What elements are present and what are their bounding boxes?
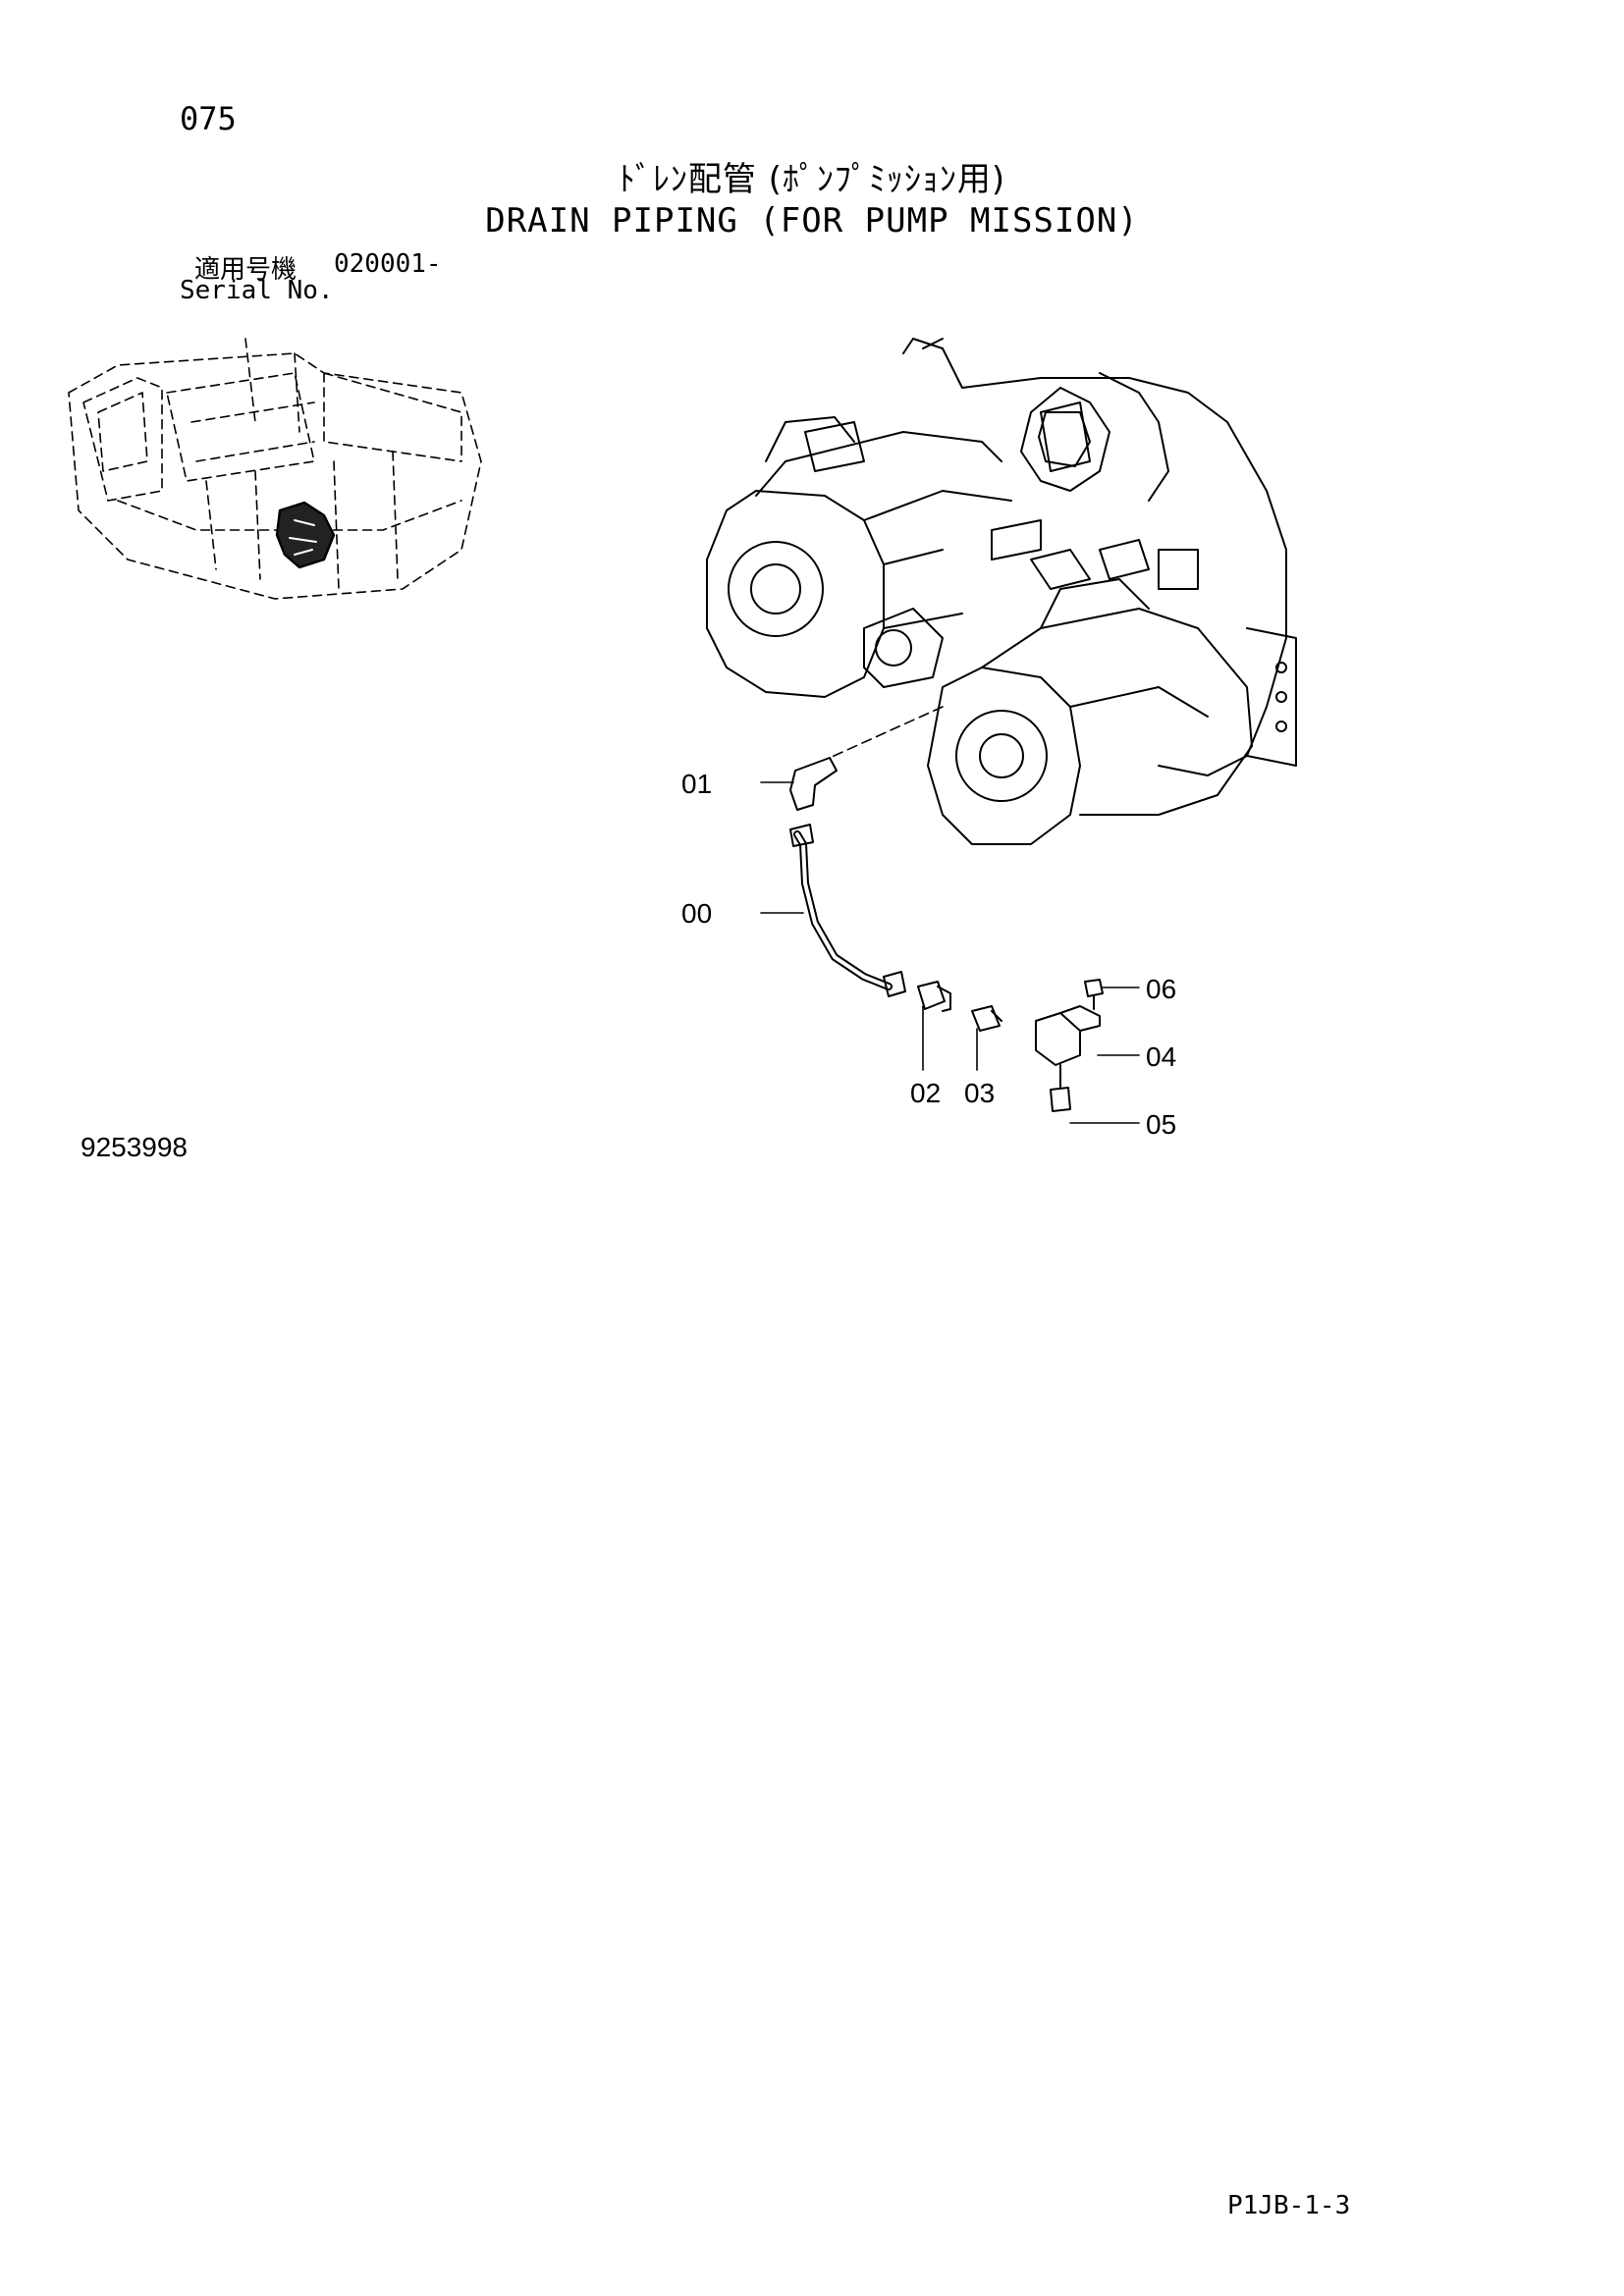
serial-label-english: Serial No. <box>180 276 334 305</box>
page-number: 075 <box>180 100 237 137</box>
serial-label-japanese: 適用号機 <box>194 255 298 285</box>
page-code: P1JB-1-3 <box>1227 2191 1351 2220</box>
machine-overview-drawing <box>68 338 482 600</box>
callout-06: 06 <box>1146 974 1177 1004</box>
title-japanese: ﾄﾞﾚﾝ配管 (ﾎﾟﾝﾌﾟﾐｯｼｮﾝ用) <box>618 160 1006 199</box>
callout-01: 01 <box>681 769 713 799</box>
drain-piping-parts <box>789 706 1104 1112</box>
leader-lines <box>760 781 1140 1124</box>
pump-assembly-drawing <box>706 338 1297 845</box>
callout-02: 02 <box>910 1078 942 1108</box>
callout-00: 00 <box>681 898 713 929</box>
callout-03: 03 <box>964 1078 996 1108</box>
serial-number-value: 020001- <box>334 249 442 279</box>
callout-04: 04 <box>1146 1041 1177 1072</box>
title-english: DRAIN PIPING (FOR PUMP MISSION) <box>485 201 1139 240</box>
callout-05: 05 <box>1146 1109 1177 1140</box>
drawing-number: 9253998 <box>81 1132 189 1162</box>
pump-location-marker <box>275 501 336 569</box>
